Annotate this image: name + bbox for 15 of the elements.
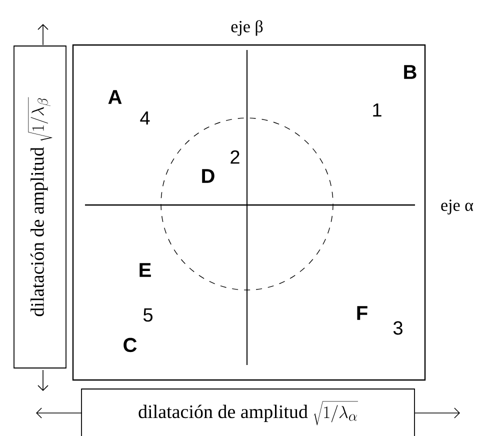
region-number: 4 (138, 110, 152, 126)
label-box: dilatación de amplitud $\sqrt{1/\lambda_{\alpha}}$ (81, 388, 415, 436)
region-letter: C (122, 336, 138, 354)
region-letter: A (106, 89, 124, 105)
label-box: dilatación de amplitud $\sqrt{1/\lambda_{\beta}}$ (14, 46, 66, 368)
region-letter: B (402, 64, 418, 80)
region-letter: D (200, 168, 216, 184)
region-number: 2 (228, 149, 242, 165)
region-letter: F (354, 305, 370, 321)
region-letter: E (137, 262, 153, 278)
region-number: 3 (392, 320, 404, 336)
axis-label: eje β (230, 19, 264, 37)
region-number: 5 (142, 307, 154, 323)
axis-label: eje α (440, 198, 474, 216)
region-number: 1 (370, 102, 384, 118)
